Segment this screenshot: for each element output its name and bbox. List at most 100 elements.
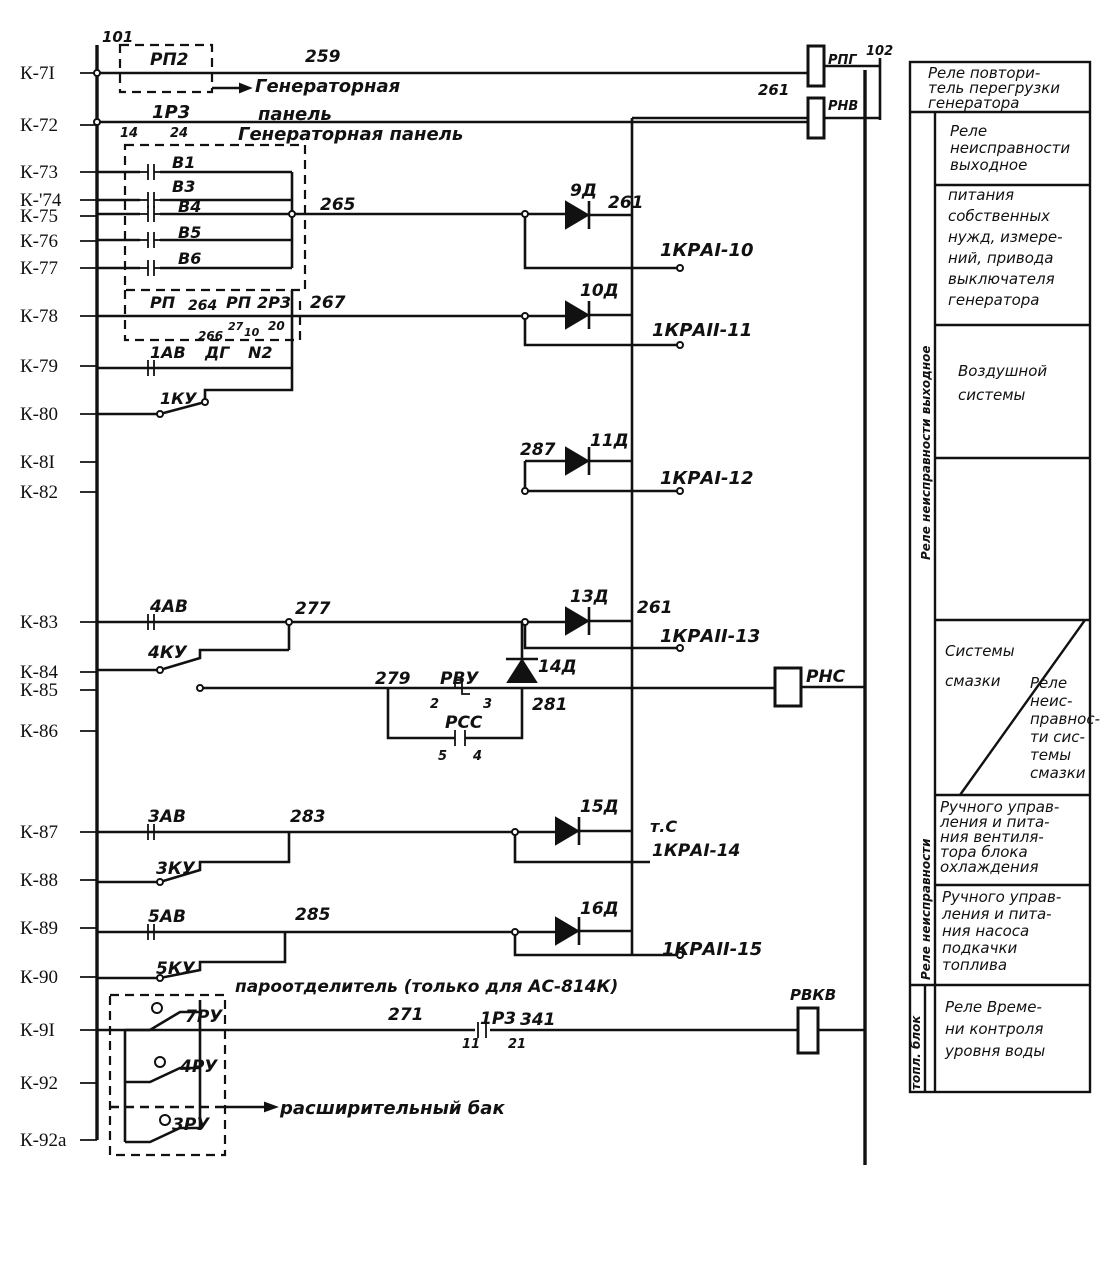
- label-2r3: 2Р3: [257, 293, 291, 312]
- contact-27: 27: [228, 320, 244, 333]
- label-n2: N2: [248, 343, 273, 362]
- wire-279-label: 279: [375, 669, 411, 689]
- label-b4: В4: [178, 197, 201, 216]
- label-tc: т.С: [650, 817, 677, 836]
- label-1ab: 1АВ: [150, 343, 186, 362]
- wire-9d-bypass: [523, 214, 680, 270]
- terminal-row-labels: К-7IК-72К-73К-'74К-75К-76К-77К-78К-79К-8…: [20, 63, 97, 1151]
- wire-rss-loop: [386, 688, 455, 740]
- title-block-line: ния насоса: [942, 922, 1029, 940]
- label-7ru: 7РУ: [185, 1007, 223, 1027]
- title-block-line: системы: [958, 386, 1026, 404]
- wire-283-drop: [97, 832, 291, 884]
- diode-9d: [565, 200, 590, 230]
- title-block-line: генератора: [948, 291, 1040, 309]
- node: [156, 878, 164, 886]
- diode-16d: [555, 916, 580, 946]
- level-relay-box: [108, 993, 227, 1157]
- coil-rvkv: [796, 1006, 820, 1055]
- title-vertical-3: топл. блок: [909, 1015, 923, 1090]
- gen-panel-box: [123, 143, 307, 292]
- terminal-label: К-72: [20, 115, 58, 136]
- coil-rpg: [806, 44, 826, 88]
- title-vertical-2: Реле неисправности выходное: [919, 345, 933, 560]
- label-rpg: РПГ: [828, 53, 857, 68]
- contact-21: 21: [508, 1037, 526, 1052]
- terminal-label: К-73: [20, 162, 58, 183]
- label-5ku: 5КУ: [156, 959, 196, 979]
- label-15d: 15Д: [580, 797, 619, 817]
- terminal-label: К-84: [20, 662, 59, 683]
- label-4ab: 4АВ: [149, 597, 188, 617]
- title-block-line: выходное: [950, 156, 1027, 174]
- title-block-line: Воздушной: [958, 362, 1047, 380]
- label-kra10: 1КРАI-10: [660, 240, 754, 261]
- title-block-line: нужд, измере-: [948, 228, 1063, 246]
- node: [201, 398, 209, 406]
- wire-11d-bypass: [523, 461, 680, 493]
- wire-287-label: 287: [520, 440, 556, 460]
- diode-11d: [565, 446, 590, 476]
- title-block-line: правнос-: [1030, 710, 1100, 728]
- label-rp-a: РП: [150, 293, 176, 312]
- title-block-line: неис-: [1030, 692, 1072, 710]
- wire-264-label: 264: [188, 298, 217, 314]
- node: [676, 951, 684, 959]
- wire-285-drop: [97, 932, 287, 980]
- label-b3: В3: [172, 177, 195, 196]
- rp2-box: [118, 43, 214, 94]
- terminal-label: К-85: [20, 680, 58, 701]
- label-4ku: 4КУ: [147, 643, 188, 663]
- label-rp-b: РП: [226, 293, 252, 312]
- node: [676, 487, 684, 495]
- label-gen-room: Генераторная: [255, 76, 401, 97]
- arrow-head-icon: [264, 1101, 279, 1113]
- wire-4ku: [97, 648, 289, 672]
- label-1r3b: 1Р3: [480, 1009, 516, 1029]
- float-switch-4ru: [125, 1066, 200, 1084]
- contact-3: 3: [483, 697, 492, 712]
- label-4ru: 4РУ: [179, 1057, 218, 1077]
- title-block-line: тель перегрузки: [928, 79, 1060, 97]
- title-block-line: Реле повтори-: [928, 64, 1040, 82]
- node: [196, 684, 204, 692]
- wire-261c-label: 261: [637, 598, 673, 618]
- label-9d: 9Д: [570, 181, 597, 201]
- wire-101-label: 101: [102, 28, 133, 46]
- label-kra15: 1КРАII-15: [662, 939, 762, 960]
- title-block-line: собственных: [948, 207, 1050, 225]
- node: [156, 666, 164, 674]
- terminal-label: К-92а: [20, 1130, 67, 1151]
- node: [676, 341, 684, 349]
- contact-20: 20: [268, 319, 285, 333]
- title-block-line: Реле: [950, 122, 987, 140]
- wire-267-label: 267: [310, 293, 346, 313]
- contact-4: 4: [472, 749, 482, 764]
- label-5ab: 5АВ: [148, 907, 186, 927]
- b-contact-ladder: [95, 164, 294, 276]
- title-block-line: питания: [948, 186, 1014, 204]
- title-block-line: Ручного управ-: [940, 798, 1059, 816]
- node: [511, 828, 519, 836]
- terminal-label: К-'74: [20, 190, 62, 211]
- label-b1: В1: [172, 153, 195, 172]
- title-block-line: выключателя: [948, 270, 1055, 288]
- title-block-line: Реле Време-: [945, 998, 1042, 1016]
- node: [156, 974, 164, 982]
- terminal-label: К-92: [20, 1073, 58, 1094]
- title-block: [908, 60, 1092, 1094]
- title-block-line: Системы: [945, 642, 1015, 660]
- label-kra13: 1КРАII-13: [660, 626, 760, 647]
- node: [93, 118, 101, 126]
- node: [521, 487, 529, 495]
- label-gen-panel: Генераторная панель: [238, 124, 463, 145]
- label-rvu: РВУ: [440, 669, 479, 689]
- wire-102-label: 102: [866, 44, 893, 59]
- title-block-line: Реле: [1030, 674, 1067, 692]
- terminal-label: К-75: [20, 206, 58, 227]
- diode-14d: [506, 658, 538, 683]
- label-b6: В6: [178, 249, 201, 268]
- terminal-label: К-87: [20, 822, 58, 843]
- title-block-line: смазки: [1030, 764, 1086, 782]
- title-block-line: подкачки: [942, 939, 1018, 957]
